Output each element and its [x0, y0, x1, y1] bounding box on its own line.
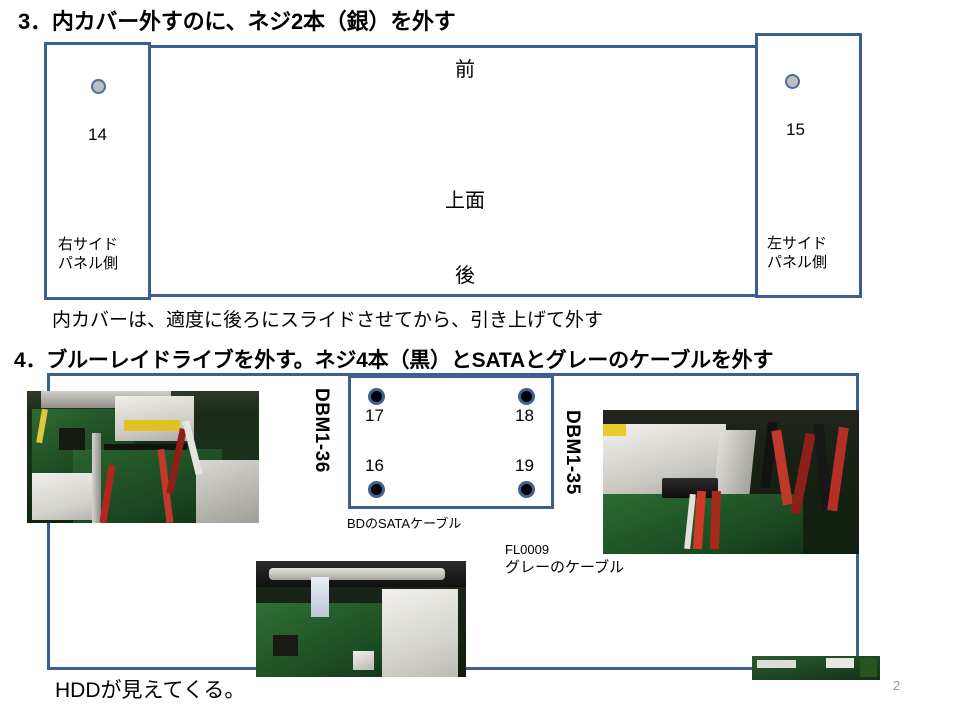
page-number: 2 — [893, 678, 901, 693]
screw-number-18: 18 — [515, 406, 534, 425]
dbm-label-left: DBM1-36 — [311, 388, 332, 473]
gray-cable-label: グレーのケーブル — [505, 559, 625, 576]
section-3-heading: 3．内カバー外すのに、ネジ2本（銀）を外す — [18, 9, 456, 34]
fl0009-code-label: FL0009 — [505, 542, 550, 557]
right-side-panel-label-line1: 右サイド — [58, 236, 119, 253]
screw-number-17: 17 — [365, 406, 384, 425]
inner-cover-slide-note: 内カバーは、適度に後ろにスライドさせてから、引き上げて外す — [52, 310, 604, 331]
left-side-panel-column: 15 左サイド パネル側 — [755, 33, 862, 298]
dbm-label-right: DBM1-35 — [562, 410, 583, 495]
bluray-drive-outline: 17 18 16 19 — [348, 375, 554, 509]
screw-number-14: 14 — [88, 125, 107, 144]
left-side-panel-label-line2: パネル側 — [767, 254, 828, 271]
orientation-top-label: 上面 — [445, 190, 485, 212]
pcb-strip-photo — [752, 656, 880, 680]
screw-marker-15-icon[interactable] — [785, 74, 800, 89]
right-side-panel-column: 14 右サイド パネル側 — [44, 42, 151, 300]
motherboard-overview-photo — [27, 391, 259, 523]
screw-marker-14-icon[interactable] — [91, 79, 106, 94]
screw-number-19: 19 — [515, 456, 534, 475]
section-4-heading: 4．ブルーレイドライブを外す。ネジ4本（黒）とSATAとグレーのケーブルを外す — [14, 349, 774, 372]
hdd-visible-photo — [256, 561, 466, 677]
right-side-panel-label-line2: パネル側 — [58, 255, 119, 272]
screw-marker-18-icon[interactable] — [518, 388, 535, 405]
screw-number-16: 16 — [365, 456, 384, 475]
bd-sata-cable-label: BDのSATAケーブル — [347, 516, 462, 531]
hdd-visible-note: HDDが見えてくる。 — [55, 679, 246, 702]
orientation-back-label: 後 — [455, 265, 475, 287]
screw-marker-16-icon[interactable] — [368, 481, 385, 498]
orientation-front-label: 前 — [455, 59, 475, 81]
screw-number-15: 15 — [786, 120, 805, 139]
screw-marker-19-icon[interactable] — [518, 481, 535, 498]
sata-connector-closeup-photo — [603, 410, 859, 554]
inner-cover-diagram: 14 右サイド パネル側 15 左サイド パネル側 前 上面 後 — [44, 33, 862, 300]
screw-marker-17-icon[interactable] — [368, 388, 385, 405]
top-plate-outline — [47, 45, 859, 297]
left-side-panel-label-line1: 左サイド — [767, 235, 828, 252]
fl0009-group: FL0009 グレーのケーブル — [505, 541, 624, 577]
